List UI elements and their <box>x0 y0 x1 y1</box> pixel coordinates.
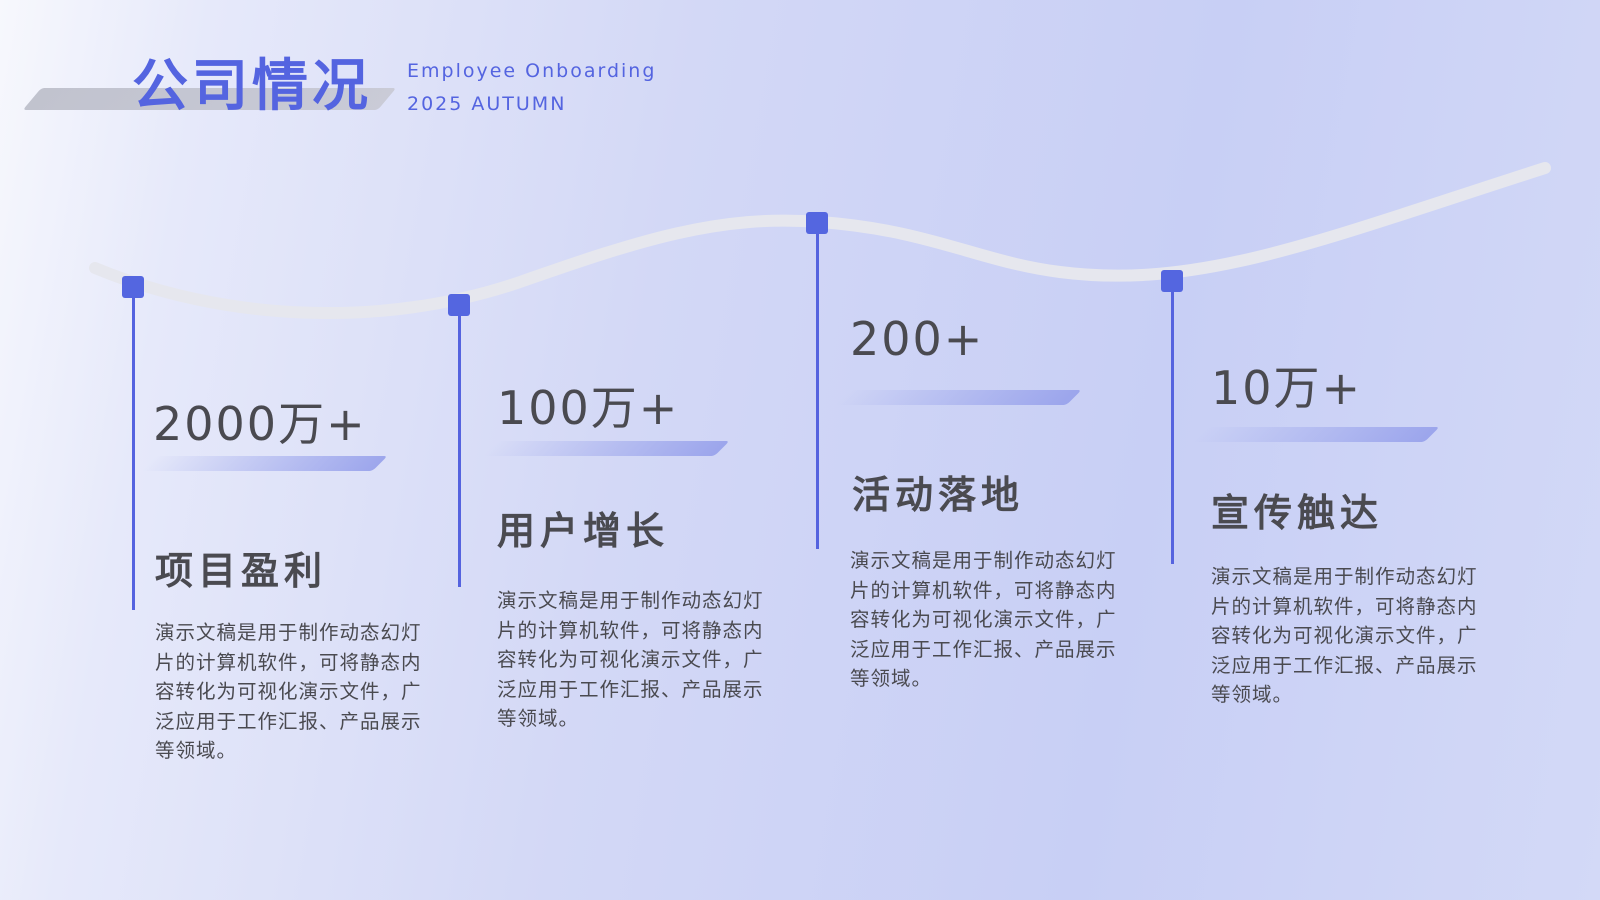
timeline-node <box>122 276 144 298</box>
timeline-stem <box>816 226 819 549</box>
metric-underline <box>834 390 1082 405</box>
milestone-description: 演示文稿是用于制作动态幻灯片的计算机软件，可将静态内容转化为可视化演示文件，广泛… <box>155 621 422 762</box>
metric-underline <box>1192 427 1440 442</box>
milestone-heading: 用户增长 <box>497 509 670 553</box>
metric-value: 2000万+ <box>153 397 367 451</box>
subtitle-english: Employee Onboarding <box>407 60 657 82</box>
metric-value: 200+ <box>850 312 985 366</box>
timeline-node <box>806 212 828 234</box>
milestone-description: 演示文稿是用于制作动态幻灯片的计算机软件，可将静态内容转化为可视化演示文件，广泛… <box>497 589 764 730</box>
metric-value: 10万+ <box>1211 361 1363 415</box>
header: 公司情况 Employee Onboarding 2025 AUTUMN <box>22 52 672 122</box>
timeline-stem <box>1171 282 1174 564</box>
metric-underline <box>140 456 388 471</box>
page-title: 公司情况 <box>132 54 372 119</box>
timeline-curve-path <box>89 162 1551 320</box>
milestone-heading: 宣传触达 <box>1211 491 1384 535</box>
milestone-description: 演示文稿是用于制作动态幻灯片的计算机软件，可将静态内容转化为可视化演示文件，广泛… <box>1211 565 1478 706</box>
metric-underline <box>482 441 730 456</box>
milestone-heading: 活动落地 <box>852 473 1025 517</box>
metric-value: 100万+ <box>497 381 680 435</box>
timeline-stem <box>458 305 461 587</box>
subtitle-season: 2025 AUTUMN <box>407 93 567 115</box>
timeline-stem <box>132 288 135 610</box>
milestone-heading: 项目盈利 <box>155 549 328 593</box>
timeline-node <box>1161 270 1183 292</box>
milestone-description: 演示文稿是用于制作动态幻灯片的计算机软件，可将静态内容转化为可视化演示文件，广泛… <box>850 549 1117 690</box>
timeline-node <box>448 294 470 316</box>
